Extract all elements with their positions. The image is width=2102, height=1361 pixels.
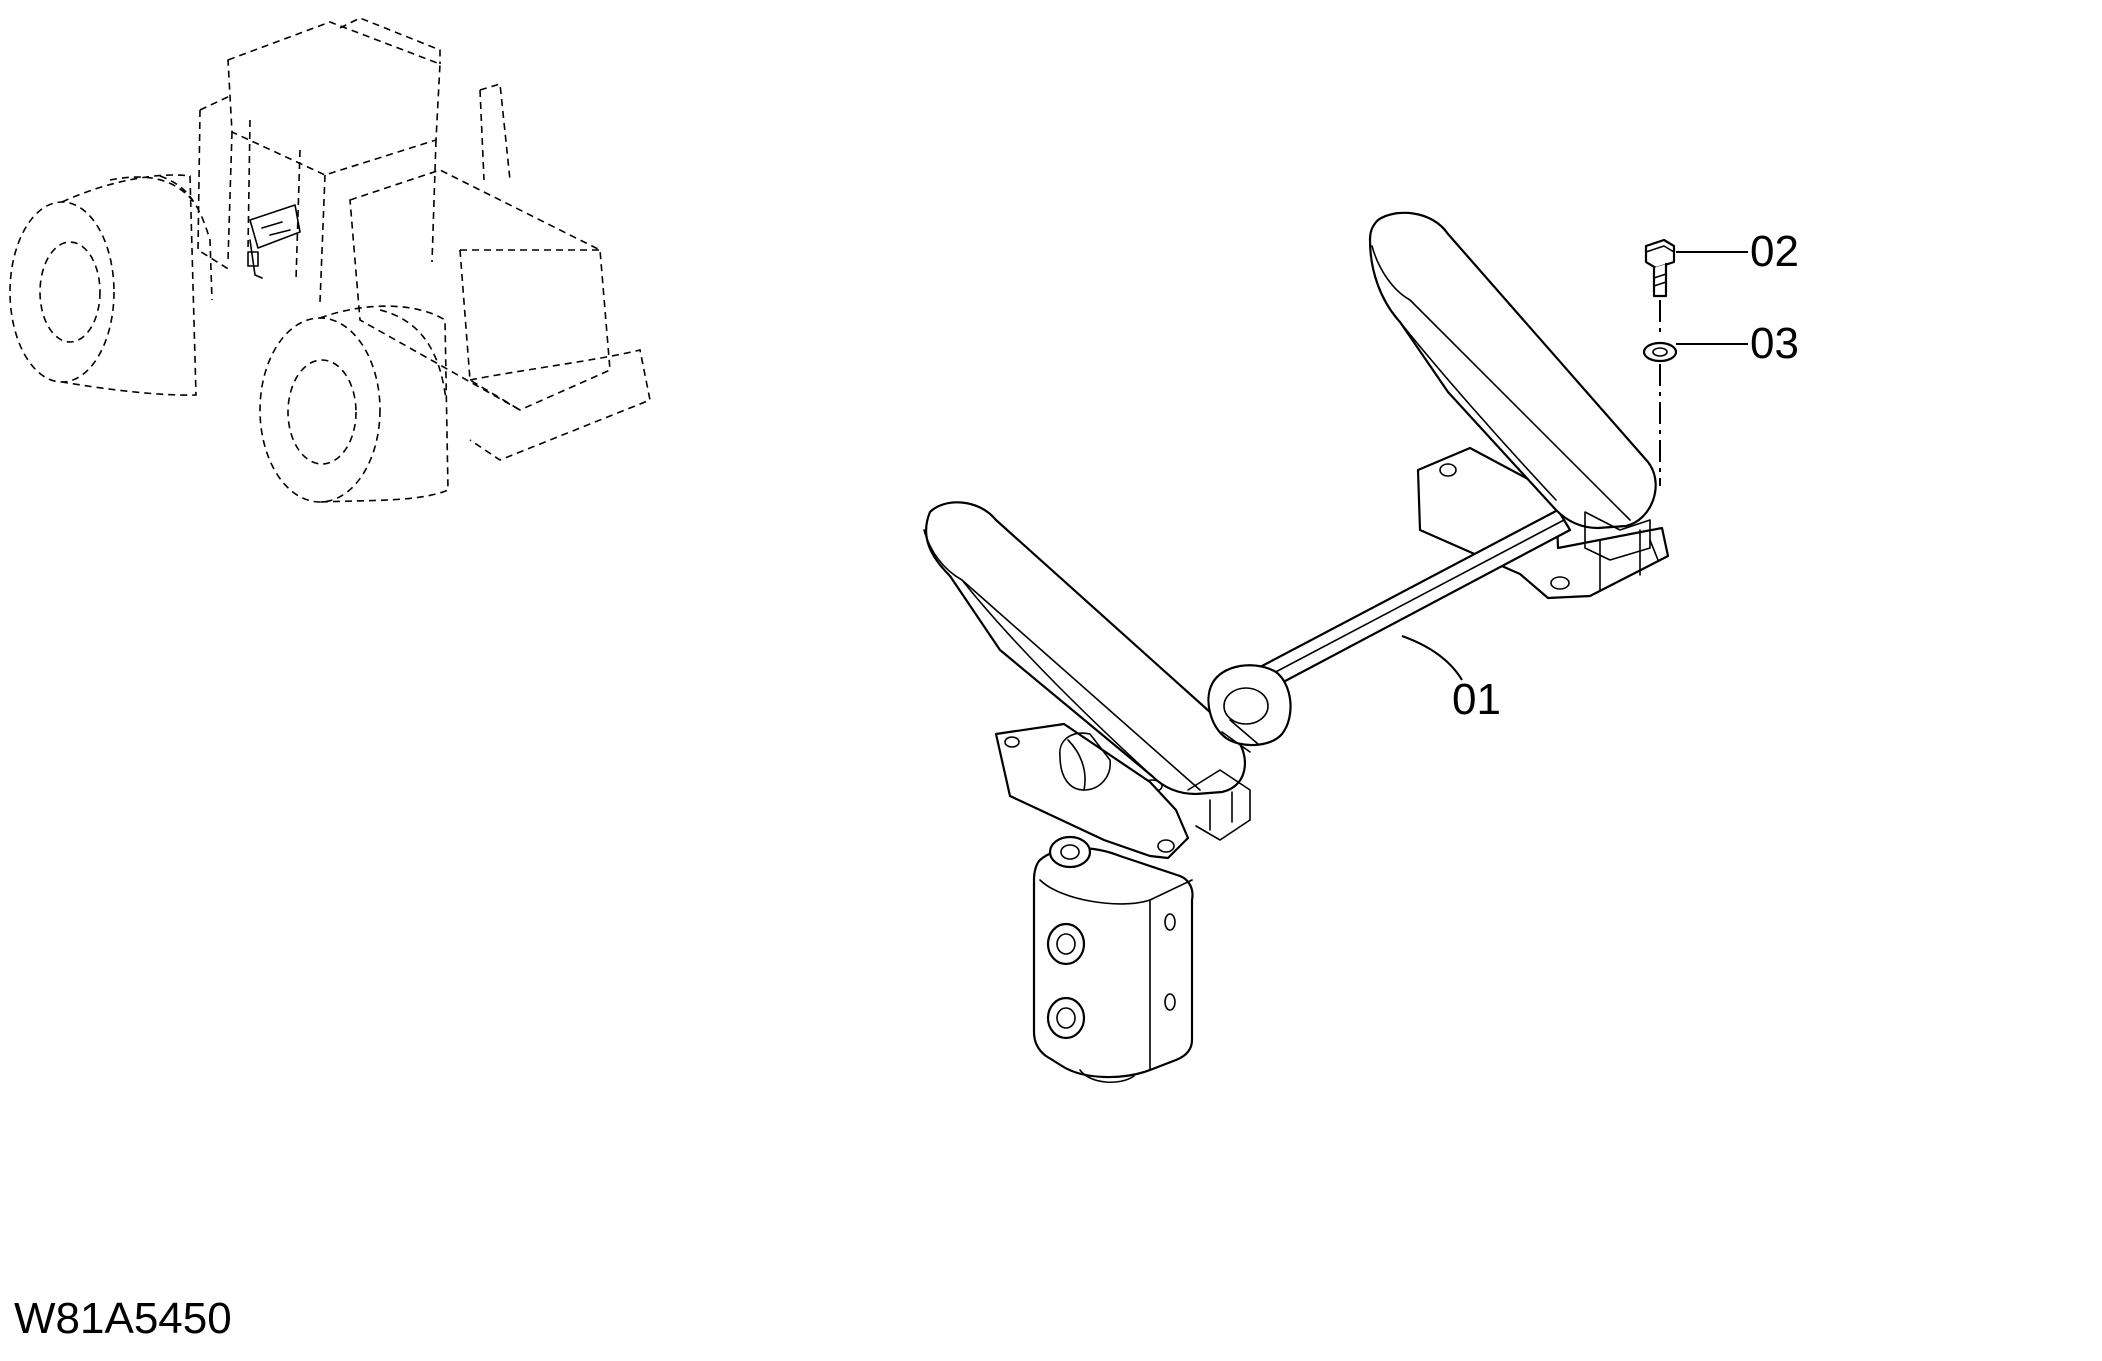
front-mounting-bracket <box>994 722 1251 860</box>
port-lower <box>1046 996 1086 1040</box>
engine-hood <box>349 82 651 461</box>
port-upper <box>1046 922 1086 966</box>
callout-03-label: 03 <box>1750 319 1799 368</box>
left-pedal-pad <box>923 501 1246 796</box>
callout-02: 02 <box>1676 227 1799 276</box>
cab <box>197 17 441 303</box>
shaft-coupling <box>1207 664 1292 753</box>
connecting-shaft <box>1260 508 1572 690</box>
callout-01: 01 <box>1401 635 1501 724</box>
brake-pedal-assembly <box>923 211 1670 1084</box>
bolt-part <box>1644 238 1676 298</box>
brake-valve-body <box>1032 732 1194 1084</box>
machine-locator-view <box>9 17 651 503</box>
callout-02-label: 02 <box>1750 227 1799 276</box>
front-tire <box>259 305 449 503</box>
right-pedal-pad <box>1368 211 1657 561</box>
rear-tire <box>9 174 213 396</box>
callout-01-label: 01 <box>1452 675 1501 724</box>
pedal-location-highlight <box>247 204 301 279</box>
drawing-id: W81A5450 <box>14 1294 232 1343</box>
callout-01-leader <box>1401 635 1463 681</box>
callout-03: 03 <box>1676 319 1799 368</box>
washer-part <box>1642 341 1678 363</box>
